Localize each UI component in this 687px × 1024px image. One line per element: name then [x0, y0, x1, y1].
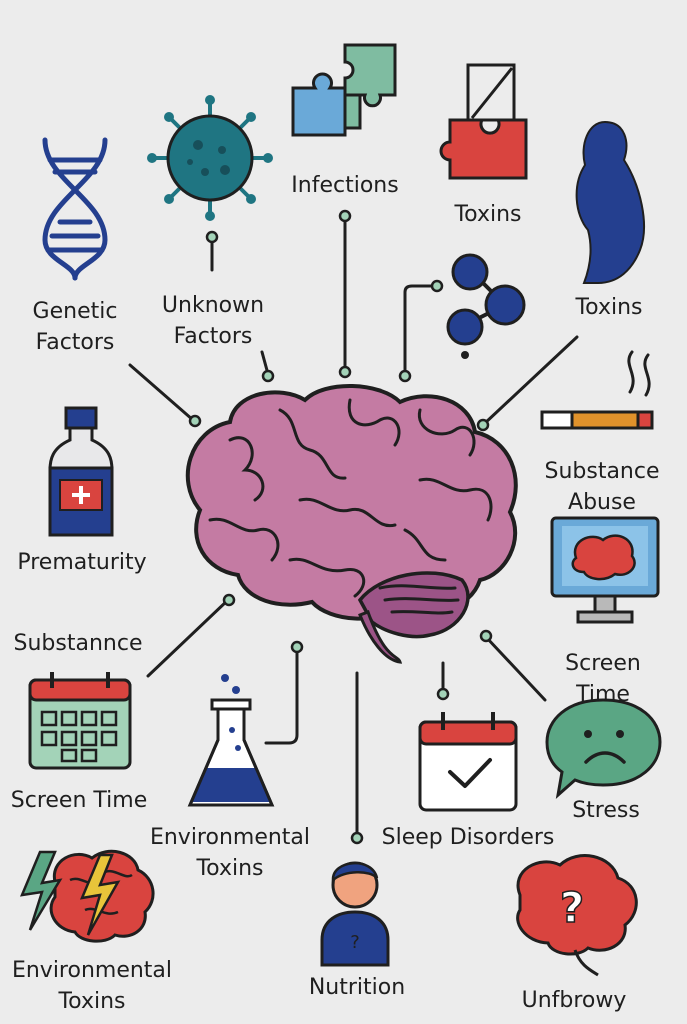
person-question-icon: ? — [320, 861, 390, 967]
label-substance: Substannce — [13, 631, 143, 656]
label-stress: Stress — [572, 798, 640, 823]
question-brain-icon: ? — [516, 854, 638, 977]
label-toxins-right: Toxins — [575, 295, 643, 320]
label-environmental-toxins-center: Environmental Toxins — [149, 825, 311, 881]
puzzle-icon — [291, 43, 397, 137]
connector-molecule — [403, 284, 437, 377]
label-nutrition: Nutrition — [308, 975, 406, 1000]
label-substance-abuse: Substance Abuse — [544, 459, 660, 515]
label-screen-time-right: Screen Time — [565, 651, 641, 707]
lightning-brain-icon — [19, 849, 155, 943]
calendar-check-icon — [418, 712, 518, 812]
medicine-bottle-icon — [48, 406, 114, 537]
connector-lines — [128, 216, 579, 840]
label-genetic-factors: Genetic Factors — [32, 299, 118, 355]
connector-genetic — [128, 363, 195, 422]
broken-puzzle-icon — [439, 63, 528, 180]
central-brain — [185, 383, 518, 664]
connector-screen-time — [484, 635, 547, 702]
sad-speech-bubble-icon — [545, 698, 662, 799]
calendar-grid-icon — [28, 672, 132, 770]
monitor-brain-icon — [550, 516, 660, 624]
svg-text:?: ? — [560, 883, 584, 932]
cigarette-icon — [540, 350, 654, 430]
connector-env-toxins — [264, 646, 299, 745]
flask-icon — [187, 674, 275, 807]
label-sleep-disorders: Sleep Disorders — [381, 825, 555, 850]
label-screen-time-left: Screen Time — [10, 788, 148, 813]
svg-text:?: ? — [350, 932, 360, 953]
connector-toxins-right — [482, 335, 579, 426]
connector-dots — [188, 209, 493, 845]
label-unknown-factors: Unknown Factors — [161, 293, 265, 349]
molecule-icon — [446, 253, 526, 359]
virus-icon — [147, 95, 273, 221]
label-unknown-bottom: Unfbrowy — [521, 988, 627, 1013]
label-infections: Infections — [291, 173, 399, 198]
pregnant-silhouette-icon — [575, 120, 645, 284]
label-environmental-toxins-bottom: Environmental Toxins — [11, 958, 173, 1014]
label-prematurity: Prematurity — [17, 550, 147, 575]
connector-substance — [146, 598, 230, 678]
label-toxins-top: Toxins — [454, 202, 522, 227]
dna-icon — [42, 137, 108, 281]
